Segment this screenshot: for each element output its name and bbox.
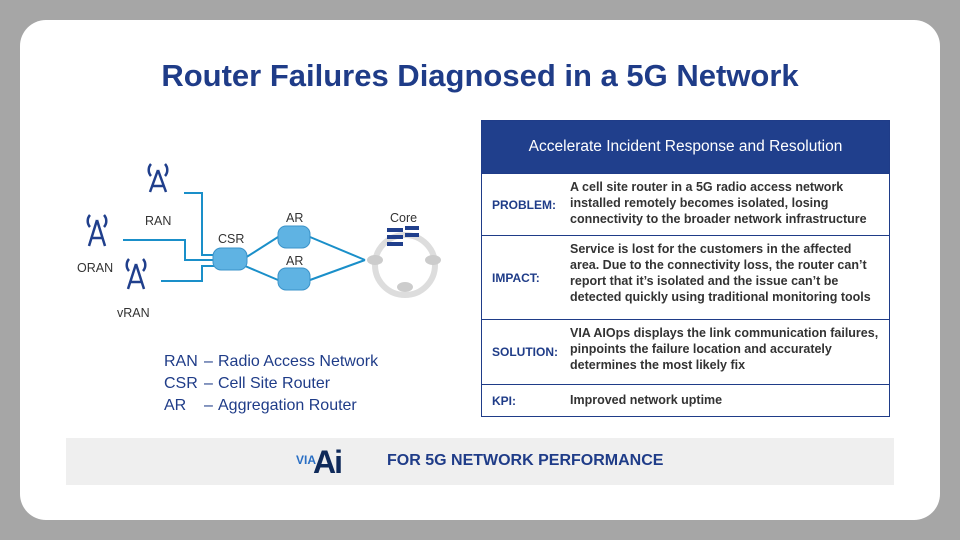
links xyxy=(123,192,366,282)
table-row-solution: SOLUTION:VIA AIOps displays the link com… xyxy=(482,319,889,384)
core-label: Core xyxy=(390,211,418,225)
oran-label: ORAN xyxy=(77,261,114,275)
logo-ai: Ai xyxy=(313,444,343,480)
ran-label: RAN xyxy=(145,214,172,228)
incident-table: Accelerate Incident Response and Resolut… xyxy=(481,120,890,417)
table-header: Accelerate Incident Response and Resolut… xyxy=(482,121,889,173)
logo-via: VIA xyxy=(296,453,317,467)
table-row-impact: IMPACT:Service is lost for the customers… xyxy=(482,235,889,319)
csr-label: CSR xyxy=(218,232,245,246)
ar-label-1: AR xyxy=(286,211,304,225)
footer-text: FOR 5G NETWORK PERFORMANCE xyxy=(387,452,664,469)
table-row-problem: PROBLEM:A cell site router in a 5G radio… xyxy=(482,173,889,235)
table-row-kpi: KPI:Improved network uptime xyxy=(482,384,889,416)
legend-item: CSR–Cell Site Router xyxy=(164,375,331,392)
legend: RAN–Radio Access Network CSR–Cell Site R… xyxy=(164,351,378,417)
router-icons xyxy=(212,225,311,291)
slide-card xyxy=(20,20,940,520)
page-title: Router Failures Diagnosed in a 5G Networ… xyxy=(161,58,799,93)
ar-label-2: AR xyxy=(286,254,304,268)
legend-item: AR–Aggregation Router xyxy=(164,397,357,414)
network-diagram: RAN ORAN vRAN CSR AR AR Core xyxy=(60,160,460,330)
vran-label: vRAN xyxy=(117,306,150,320)
footer-banner xyxy=(66,438,894,485)
legend-item: RAN–Radio Access Network xyxy=(164,353,379,370)
tower-icons xyxy=(86,163,169,290)
core-router-icons xyxy=(367,255,441,292)
server-icon xyxy=(387,226,419,246)
